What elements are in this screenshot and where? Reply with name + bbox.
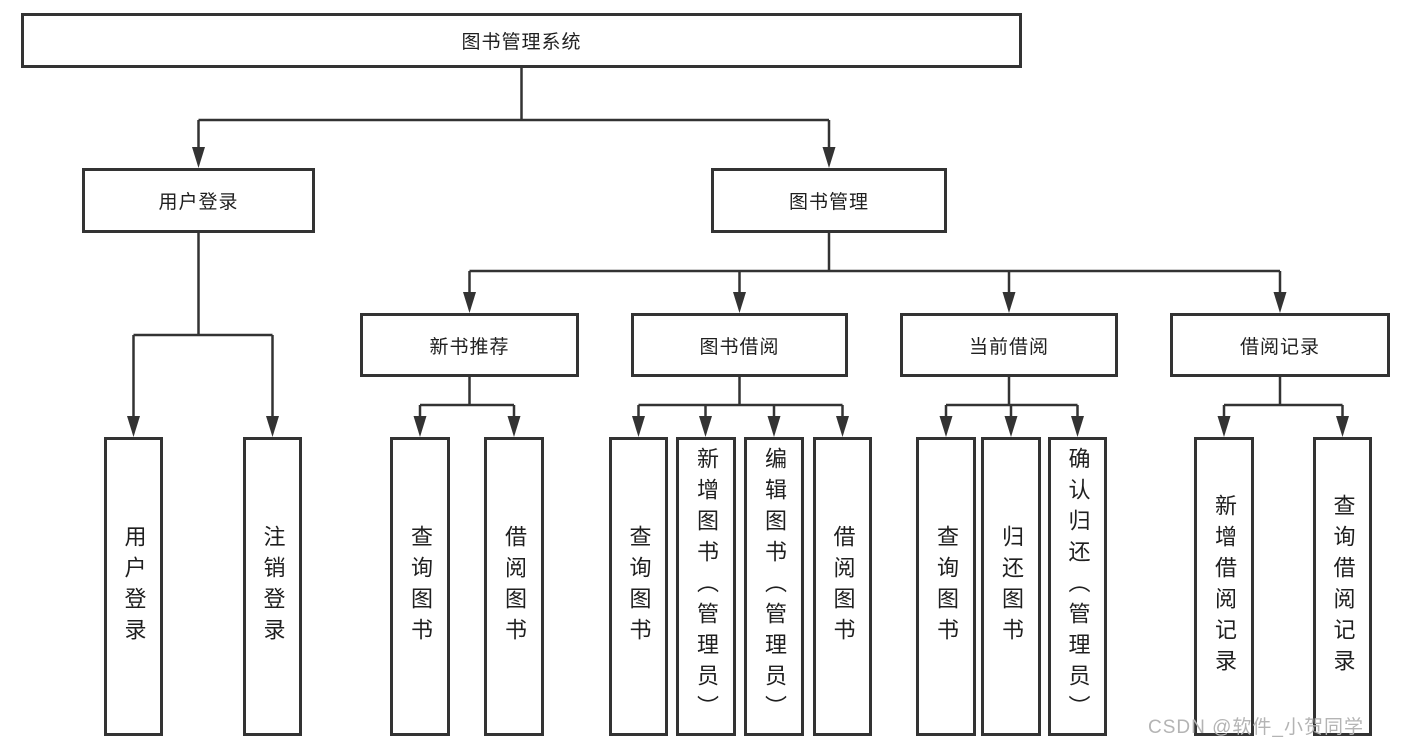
node-library-system: 图书管理系统 [21, 13, 1022, 68]
node-user-login: 用户登录 [82, 168, 315, 233]
node-new-book-recommend: 新书推荐 [360, 313, 579, 377]
leaf-query-books-3: 查询图书 [916, 437, 976, 736]
node-book-management: 图书管理 [711, 168, 947, 233]
leaf-add-borrow-record: 新增借阅记录 [1194, 437, 1254, 736]
leaf-add-books-admin: 新增图书（管理员） [676, 437, 736, 736]
node-book-borrow: 图书借阅 [631, 313, 848, 377]
leaf-query-books-1: 查询图书 [390, 437, 450, 736]
leaf-confirm-return-admin: 确认归还（管理员） [1048, 437, 1107, 736]
leaf-user-login: 用户登录 [104, 437, 163, 736]
node-borrow-records: 借阅记录 [1170, 313, 1390, 377]
leaf-query-books-2: 查询图书 [609, 437, 668, 736]
leaf-query-borrow-record: 查询借阅记录 [1313, 437, 1372, 736]
leaf-borrow-books-1: 借阅图书 [484, 437, 544, 736]
leaf-borrow-books-2: 借阅图书 [813, 437, 872, 736]
node-current-borrow: 当前借阅 [900, 313, 1118, 377]
leaf-logout: 注销登录 [243, 437, 302, 736]
leaf-return-books: 归还图书 [981, 437, 1041, 736]
csdn-watermark: CSDN @软件_小贺同学 [1148, 717, 1364, 738]
leaf-edit-books-admin: 编辑图书（管理员） [744, 437, 804, 736]
arrow-down-icons [127, 147, 1349, 437]
